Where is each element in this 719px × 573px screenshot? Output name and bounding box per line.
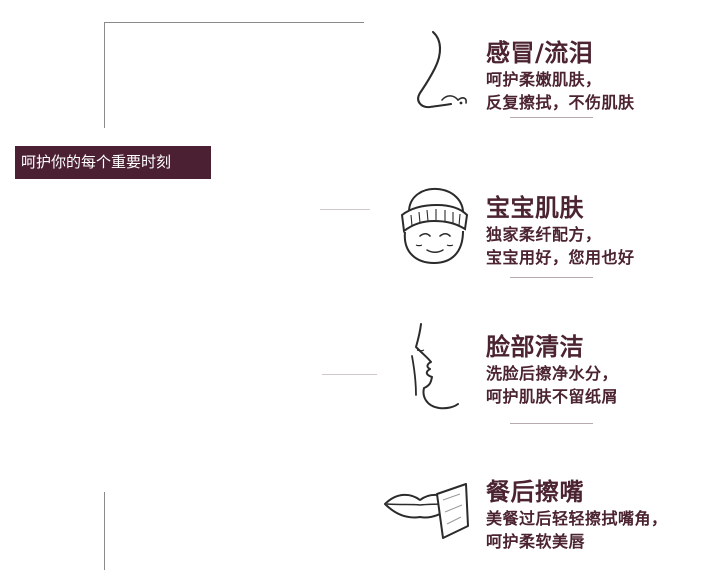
feature-cold-tears: 感冒/流泪 呵护柔嫩肌肤， 反复擦拭，不伤肌肤 [486, 38, 716, 114]
feature-underline [510, 277, 593, 278]
faint-divider [322, 374, 377, 375]
feature-description-line-2: 呵护柔软美唇 [486, 532, 586, 551]
feature-description-line-1: 独家柔纤配方， [486, 225, 602, 244]
feature-face-cleaning: 脸部清洁 洗脸后擦净水分， 呵护肌肤不留纸屑 [486, 332, 716, 408]
banner: 呵护你的每个重要时刻 [15, 146, 211, 179]
feature-description-line-2: 宝宝用好，您用也好 [486, 248, 635, 267]
lips-tissue-icon [382, 480, 472, 542]
nose-icon [408, 30, 470, 112]
feature-title: 餐后擦嘴 [486, 478, 584, 506]
face-profile-icon [406, 322, 464, 414]
frame-line-top [104, 22, 364, 23]
feature-underline [510, 117, 593, 118]
feature-title: 感冒/流泪 [486, 39, 594, 67]
feature-baby-skin: 宝宝肌肤 独家柔纤配方， 宝宝用好，您用也好 [486, 193, 716, 269]
faint-divider [320, 209, 370, 210]
feature-description-line-1: 呵护柔嫩肌肤， [486, 70, 602, 89]
frame-line-bottom-left [104, 492, 105, 570]
feature-underline [510, 423, 593, 424]
baby-face-icon [397, 184, 471, 266]
feature-description-line-1: 洗脸后擦净水分， [486, 364, 619, 383]
feature-after-meal: 餐后擦嘴 美餐过后轻轻擦拭嘴角， 呵护柔软美唇 [486, 477, 716, 553]
frame-line-left [104, 22, 105, 128]
feature-description-line-2: 反复擦拭，不伤肌肤 [486, 93, 635, 112]
feature-title: 脸部清洁 [486, 333, 584, 361]
feature-description-line-1: 美餐过后轻轻擦拭嘴角， [486, 509, 668, 528]
feature-description-line-2: 呵护肌肤不留纸屑 [486, 387, 619, 406]
feature-title: 宝宝肌肤 [486, 194, 584, 222]
